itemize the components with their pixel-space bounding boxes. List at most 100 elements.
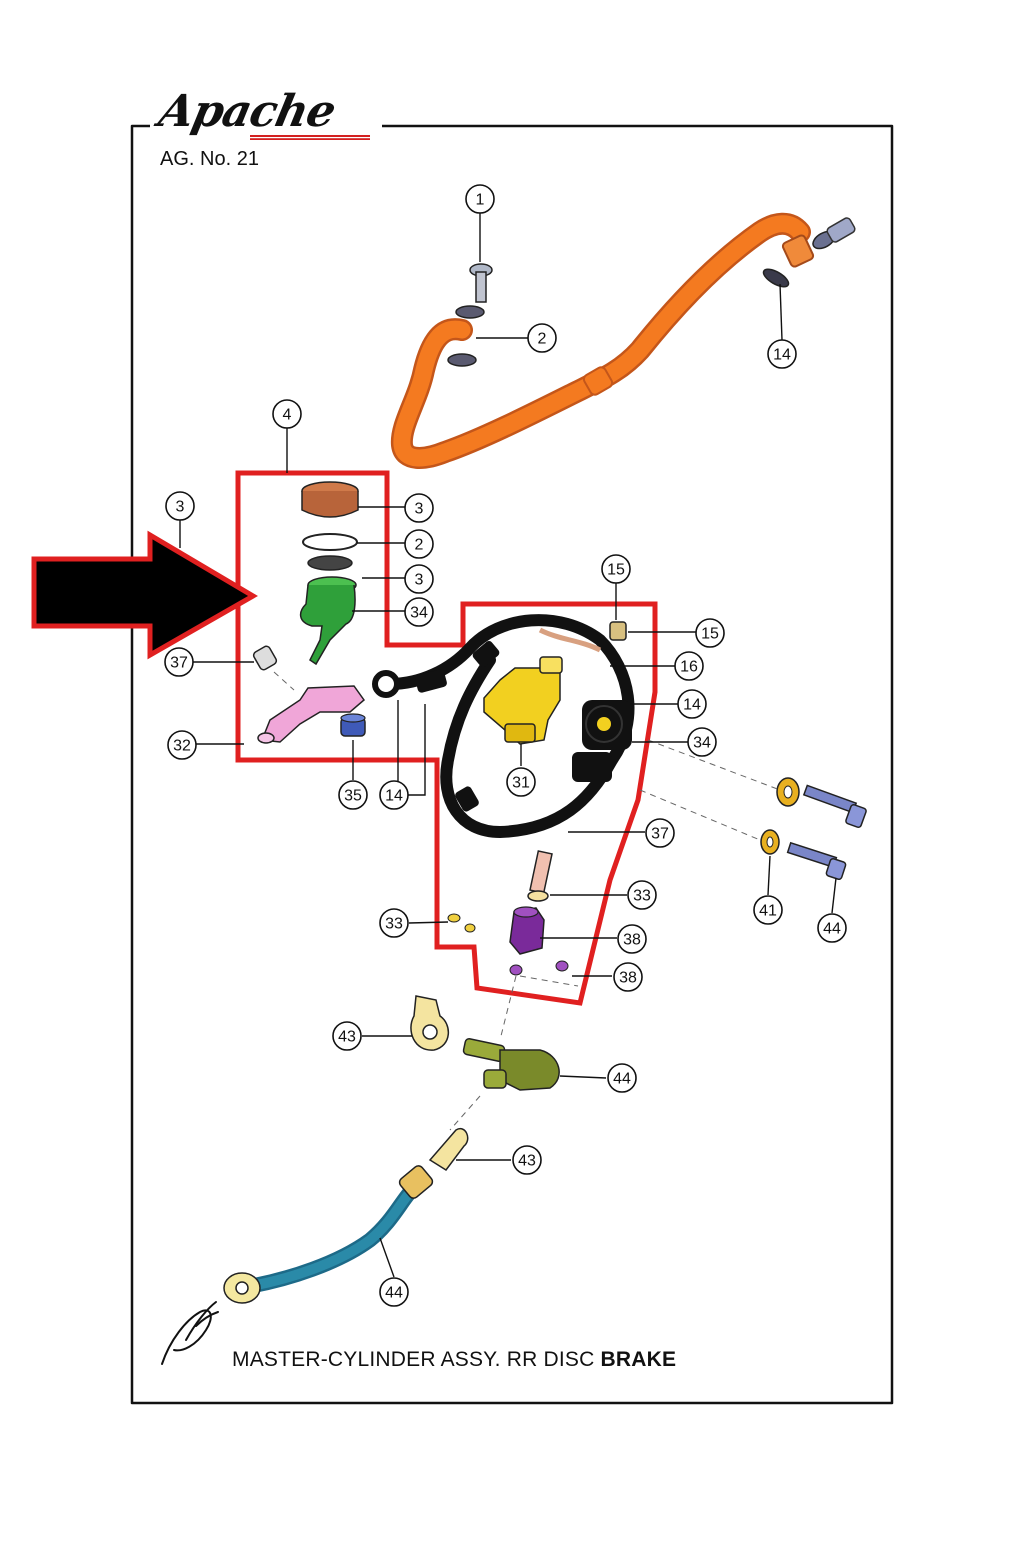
callout-c43-b: 43 (512, 1145, 542, 1175)
callout-label: 3 (415, 572, 424, 589)
callout-c4: 4 (272, 399, 302, 429)
lower-hose-44 (223, 1165, 434, 1304)
callout-circle (165, 491, 195, 521)
callout-circle (404, 597, 434, 627)
callout-c35: 35 (338, 780, 368, 810)
frame-border (130, 124, 894, 1405)
callout-circle (613, 962, 643, 992)
callout-label: 34 (410, 605, 428, 622)
brand-logo: Apache (154, 86, 340, 137)
callout-circle (379, 1277, 409, 1307)
callout-label: 2 (415, 537, 424, 554)
filter-15 (609, 621, 627, 641)
callout-label: 2 (538, 331, 547, 348)
callout-c37-right: 37 (645, 818, 675, 848)
callout-label: 3 (415, 501, 424, 518)
callout-c43-a: 43 (332, 1021, 362, 1051)
callout-c44-banjo: 44 (607, 1063, 637, 1093)
callout-label: 44 (823, 921, 841, 938)
callout-circle (404, 529, 434, 559)
hose-coupler (582, 366, 614, 396)
callout-c3-left: 3 (165, 491, 195, 521)
callout-c14-right: 14 (677, 689, 707, 719)
callout-c44-hose: 44 (379, 1277, 409, 1307)
callout-circle (617, 924, 647, 954)
callout-c44-right: 44 (817, 913, 847, 943)
diagram-title-bold: BRAKE (600, 1348, 677, 1371)
callout-circle (527, 323, 557, 353)
callout-c33-right: 33 (627, 880, 657, 910)
master-cylinder-31 (483, 656, 563, 745)
guide-lines (273, 671, 781, 1131)
callout-label: 3 (176, 499, 185, 516)
ag-number: AG. No. 21 (160, 148, 259, 170)
callout-label: 16 (680, 659, 698, 676)
clamp-43-upper (410, 995, 449, 1051)
callout-c15-right: 15 (695, 618, 725, 648)
bolt-upper (802, 784, 867, 829)
reservoir-cap (301, 481, 359, 518)
reservoir-ring (302, 533, 358, 571)
callout-c33-left: 33 (379, 908, 409, 938)
callout-c14-top: 14 (767, 339, 797, 369)
callout-label: 38 (619, 970, 637, 987)
callout-label: 44 (613, 1071, 631, 1088)
diagram-title: MASTER-CYLINDER ASSY. RR DISC BRAKE (232, 1348, 676, 1372)
highlight-outline (235, 470, 658, 1006)
hose-clip-37 (252, 645, 278, 671)
callout-label: 4 (283, 407, 292, 424)
callout-label: 43 (338, 1029, 356, 1046)
callout-circle (404, 564, 434, 594)
callout-c3-body: 3 (404, 564, 434, 594)
callout-label: 14 (683, 697, 701, 714)
callout-label: 14 (385, 788, 403, 805)
callout-circle (272, 399, 302, 429)
callout-c14-mid: 14 (379, 780, 409, 810)
pivot-housing (572, 700, 632, 782)
callout-circle (767, 339, 797, 369)
callout-c37-left: 37 (164, 647, 194, 677)
callout-circle (379, 780, 409, 810)
callout-c15-top: 15 (601, 554, 631, 584)
callout-circle (695, 618, 725, 648)
callout-c1: 1 (465, 184, 495, 214)
callout-label: 33 (385, 916, 403, 933)
callout-circle (506, 767, 536, 797)
pushrod-32 (257, 685, 366, 744)
callout-label: 43 (518, 1153, 536, 1170)
callout-c31: 31 (506, 767, 536, 797)
signature-mark (161, 1301, 219, 1365)
bolt-44-right (786, 841, 847, 881)
banjo-fitting-44 (462, 1038, 560, 1091)
callout-circle (601, 554, 631, 584)
callout-circle (627, 880, 657, 910)
callout-label: 37 (170, 655, 188, 672)
callout-circle (677, 689, 707, 719)
callout-c16: 16 (674, 651, 704, 681)
callout-label: 37 (651, 826, 669, 843)
callout-circle (607, 1063, 637, 1093)
washer-41 (760, 829, 780, 855)
small-seals-33 (447, 913, 476, 933)
callout-c38-b: 38 (613, 962, 643, 992)
callout-label: 35 (344, 788, 362, 805)
bleeder-38 (509, 906, 569, 976)
callout-circle (645, 818, 675, 848)
hose-end-fitting (781, 234, 815, 268)
callout-circle (379, 908, 409, 938)
callout-c34-right: 34 (687, 727, 717, 757)
callout-label: 34 (693, 735, 711, 752)
upper-hose (390, 212, 811, 469)
callout-c3-cap: 3 (404, 493, 434, 523)
callout-c32: 32 (167, 730, 197, 760)
callout-label: 41 (759, 903, 777, 920)
callout-circle (674, 651, 704, 681)
clamp-43-lower (428, 1127, 469, 1172)
callout-label: 44 (385, 1285, 403, 1302)
reservoir-body (299, 576, 357, 666)
callout-label: 32 (173, 738, 191, 755)
callout-label: 14 (773, 347, 791, 364)
callout-c38-a: 38 (617, 924, 647, 954)
